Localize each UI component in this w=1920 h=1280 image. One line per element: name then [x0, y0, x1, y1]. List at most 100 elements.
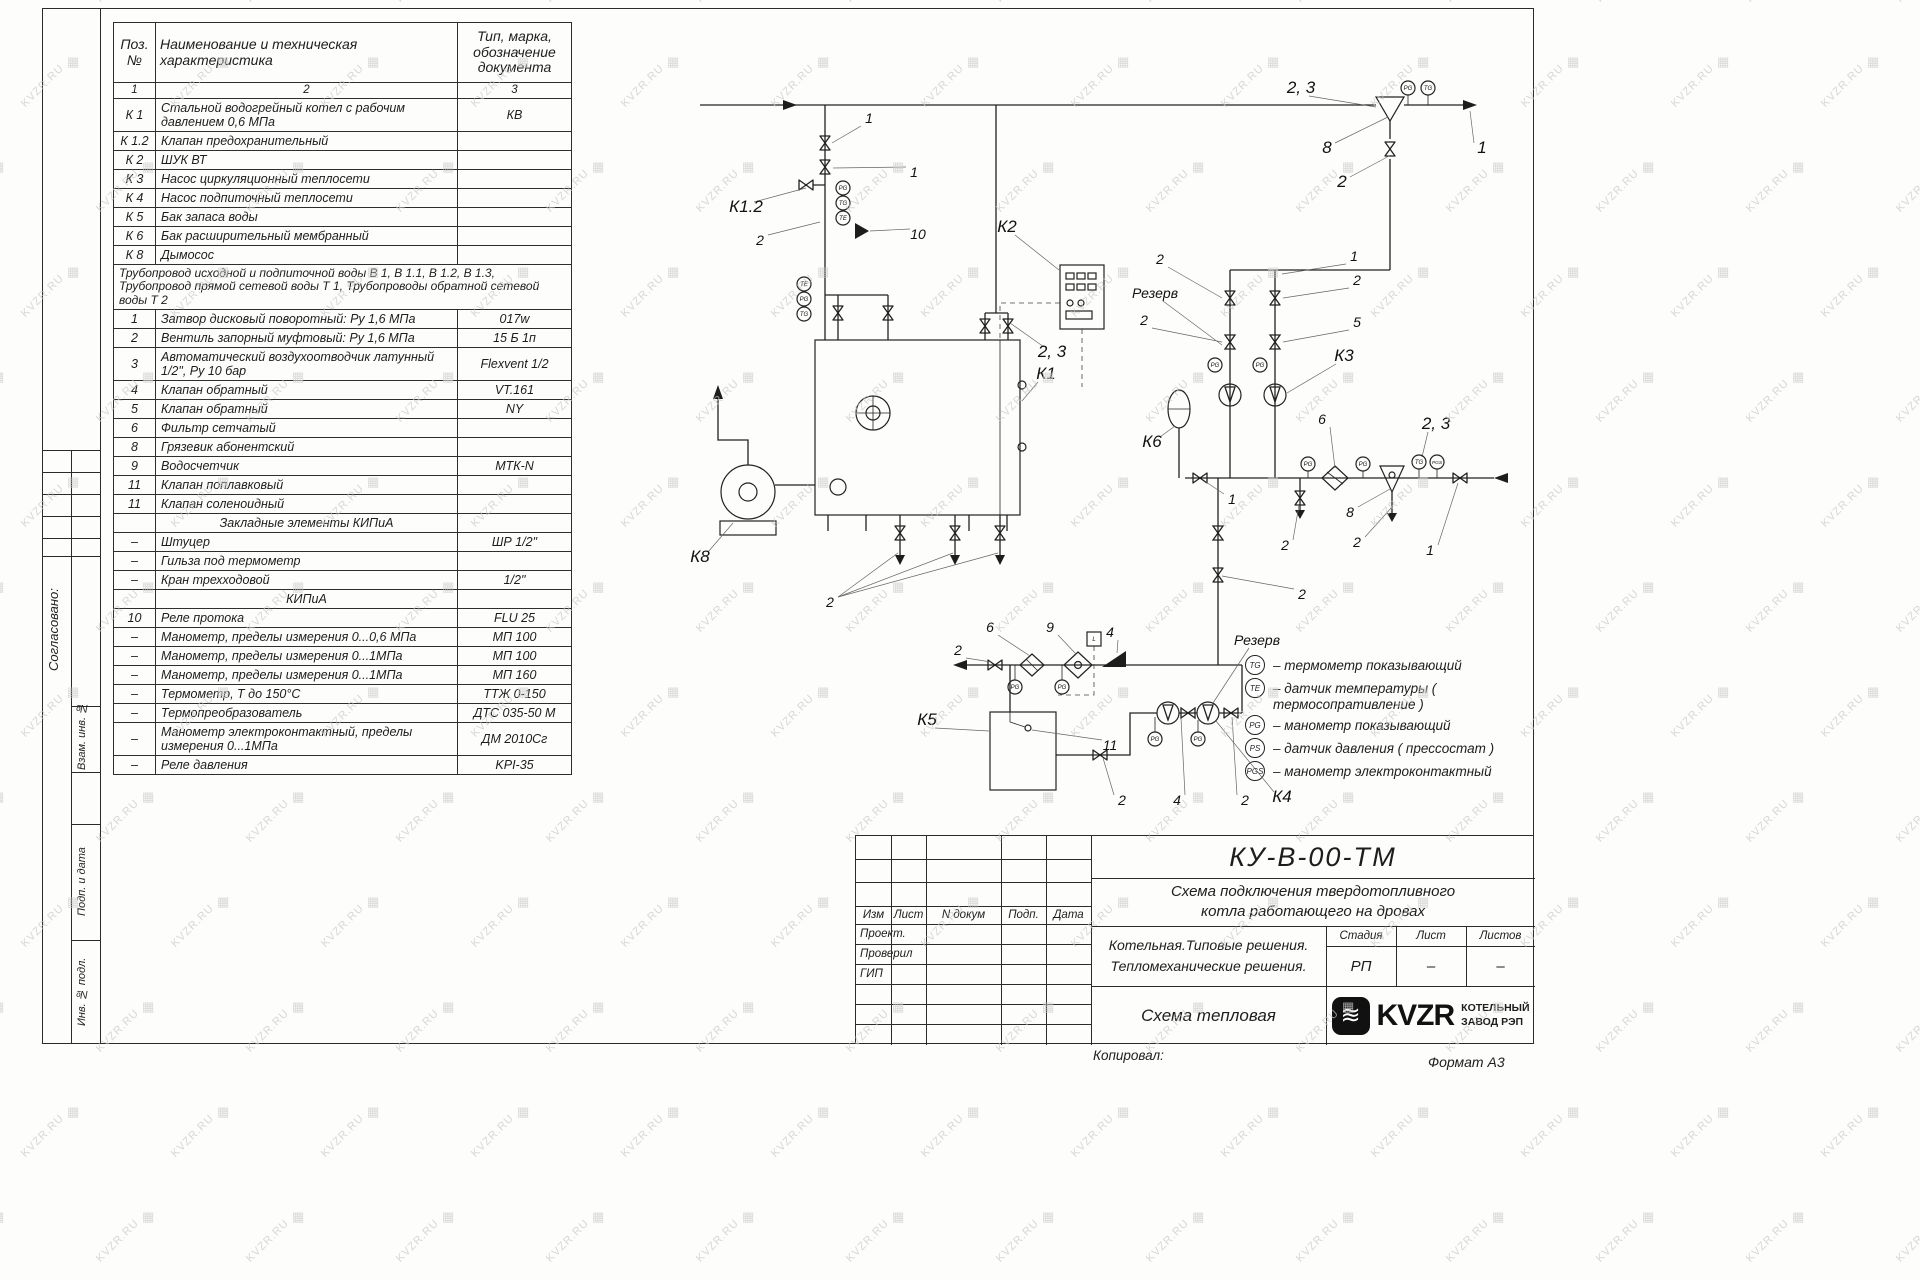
table-row: – Термометр, Т до 150°С ТТЖ 0-150 [113, 684, 572, 705]
watermark-qr-icon: ▦ [1717, 894, 1730, 909]
role-proekt: Проект. [860, 928, 906, 940]
watermark-qr-icon: ▦ [1642, 159, 1655, 174]
cell-pos [113, 513, 156, 534]
watermark-text: KVZR.RU [168, 1112, 217, 1160]
cell-type: VT.161 [457, 380, 572, 401]
watermark-text: KVZR.RU [1368, 1112, 1417, 1160]
strip-line [71, 772, 100, 773]
watermark-qr-icon: ▦ [1867, 474, 1880, 489]
watermark-qr-icon: ▦ [667, 1104, 680, 1119]
table-row: – Реле давления KPI-35 [113, 755, 572, 776]
watermark-qr-icon: ▦ [292, 1209, 305, 1224]
colnum-2: 2 [155, 82, 458, 99]
drawing-title-line1: Схема подключения твердотопливного [1170, 882, 1456, 900]
cell-type: Flexvent 1/2 [457, 347, 572, 382]
watermark-text: KVZR.RU [994, 0, 1042, 5]
watermark-qr-icon: ▦ [1642, 1209, 1655, 1224]
colnum-1: 1 [113, 82, 156, 99]
table-row: – Манометр электроконтактный, пределы из… [113, 722, 572, 757]
watermark-qr-icon: ▦ [1567, 474, 1580, 489]
legend-item: PGS – манометр электроконтактный [1245, 761, 1535, 782]
cell-pos: – [113, 551, 156, 572]
watermark-qr-icon: ▦ [1792, 789, 1805, 804]
cell-pos: – [113, 532, 156, 553]
instrument-circle-icon: PG [1245, 715, 1265, 736]
watermark-text: KVZR.RU [1593, 167, 1642, 215]
watermark-text: KVZR.RU [693, 1217, 742, 1265]
legend-item-text: – датчик температуры ( термосопративлени… [1273, 681, 1437, 712]
pipes-note: Трубопровод исходной и подпиточной воды … [113, 263, 572, 311]
cell-pos: К 6 [113, 225, 156, 246]
cell-pos: 10 [113, 608, 156, 629]
table-row: К 8 Дымосос [113, 244, 572, 265]
col-izm: Изм [862, 909, 885, 921]
watermark-text: KVZR.RU [1294, 0, 1342, 5]
watermark-text: KVZR.RU [1893, 797, 1920, 845]
sheets-value: – [1496, 957, 1505, 975]
watermark-qr-icon: ▦ [1792, 999, 1805, 1014]
cell-type: МТК-N [457, 456, 572, 477]
spec-header-pos: Поз. № [113, 21, 156, 84]
cell-name: Манометр, пределы измерения 0...1МПа [155, 665, 458, 686]
watermark-qr-icon: ▦ [0, 999, 4, 1015]
cell-pos: 9 [113, 456, 156, 477]
frame-inner-line [100, 8, 101, 1044]
cell-type [457, 494, 572, 515]
watermark-text: KVZR.RU [844, 0, 892, 5]
watermark-qr-icon: ▦ [1642, 579, 1655, 594]
drawing-title: Схема подключения твердотопливного котла… [1091, 878, 1535, 926]
spec-colnum-row: 1 2 3 [113, 82, 572, 99]
cell-type: NY [457, 399, 572, 420]
watermark-qr-icon: ▦ [1867, 264, 1880, 279]
legend-item-text: – манометр показывающий [1273, 718, 1451, 734]
watermark-text: KVZR.RU [1818, 482, 1867, 530]
cell-type [457, 168, 572, 189]
table-row: 4 Клапан обратный VT.161 [113, 380, 572, 401]
cell-name: Автоматический воздухоотводчик латунный … [155, 347, 458, 382]
cell-type: ДМ 2010Сг [457, 722, 572, 757]
cell-pos: – [113, 570, 156, 591]
watermark-qr-icon: ▦ [817, 1104, 830, 1119]
watermark-qr-icon: ▦ [1117, 1104, 1130, 1119]
watermark-text: KVZR.RU [1893, 167, 1920, 215]
table-row: 2 Вентиль запорный муфтовый: Ру 1,6 МПа … [113, 328, 572, 349]
table-row: – Манометр, пределы измерения 0...1МПа М… [113, 646, 572, 667]
watermark-text: KVZR.RU [1743, 1007, 1792, 1055]
watermark-text: KVZR.RU [1668, 692, 1717, 740]
watermark-qr-icon: ▦ [1867, 1104, 1880, 1119]
kvzr-logo-text: KVZR [1376, 998, 1456, 1032]
cell-pos: – [113, 722, 156, 757]
table-row: 10 Реле протока FLU 25 [113, 608, 572, 629]
watermark-text: KVZR.RU [1593, 1217, 1642, 1265]
cell-type: КВ [457, 97, 572, 132]
cell-name: Клапан обратный [155, 380, 458, 401]
watermark-text: KVZR.RU [1893, 377, 1920, 425]
cell-name: ШУК ВТ [155, 149, 458, 170]
strip-line [71, 940, 100, 941]
cell-type [457, 437, 572, 458]
sheet-header: Лист [1416, 930, 1446, 942]
cell-type [457, 130, 572, 151]
watermark-qr-icon: ▦ [1642, 999, 1655, 1014]
cell-type [457, 187, 572, 208]
watermark-text: KVZR.RU [1893, 587, 1920, 635]
watermark-text: KVZR.RU [544, 0, 592, 5]
cell-name: Бак запаса воды [155, 206, 458, 227]
cell-type [457, 513, 572, 534]
watermark-qr-icon: ▦ [1642, 789, 1655, 804]
col-podp: Подп. [1008, 909, 1039, 921]
title-block: Изм Лист N докум Подп. Дата Проект. Пров… [855, 835, 1535, 1045]
section-title: Закладные элементы КИПиА [155, 513, 458, 534]
cell-name: Дымосос [155, 244, 458, 265]
logo-caption-line1: КОТЕЛЬНЫЙ [1461, 1002, 1530, 1015]
watermark-text: KVZR.RU [1668, 902, 1717, 950]
strip-line [42, 538, 100, 539]
col-ndoc: N докум [941, 909, 986, 921]
watermark-qr-icon: ▦ [1567, 264, 1580, 279]
cell-name: Фильтр сетчатый [155, 418, 458, 439]
legend-item: TG – термометр показывающий [1245, 655, 1535, 675]
stage-value: РП [1350, 957, 1372, 975]
cell-pos: – [113, 684, 156, 705]
section-row: Закладные элементы КИПиА [113, 513, 572, 534]
cell-type: 1/2" [457, 570, 572, 591]
